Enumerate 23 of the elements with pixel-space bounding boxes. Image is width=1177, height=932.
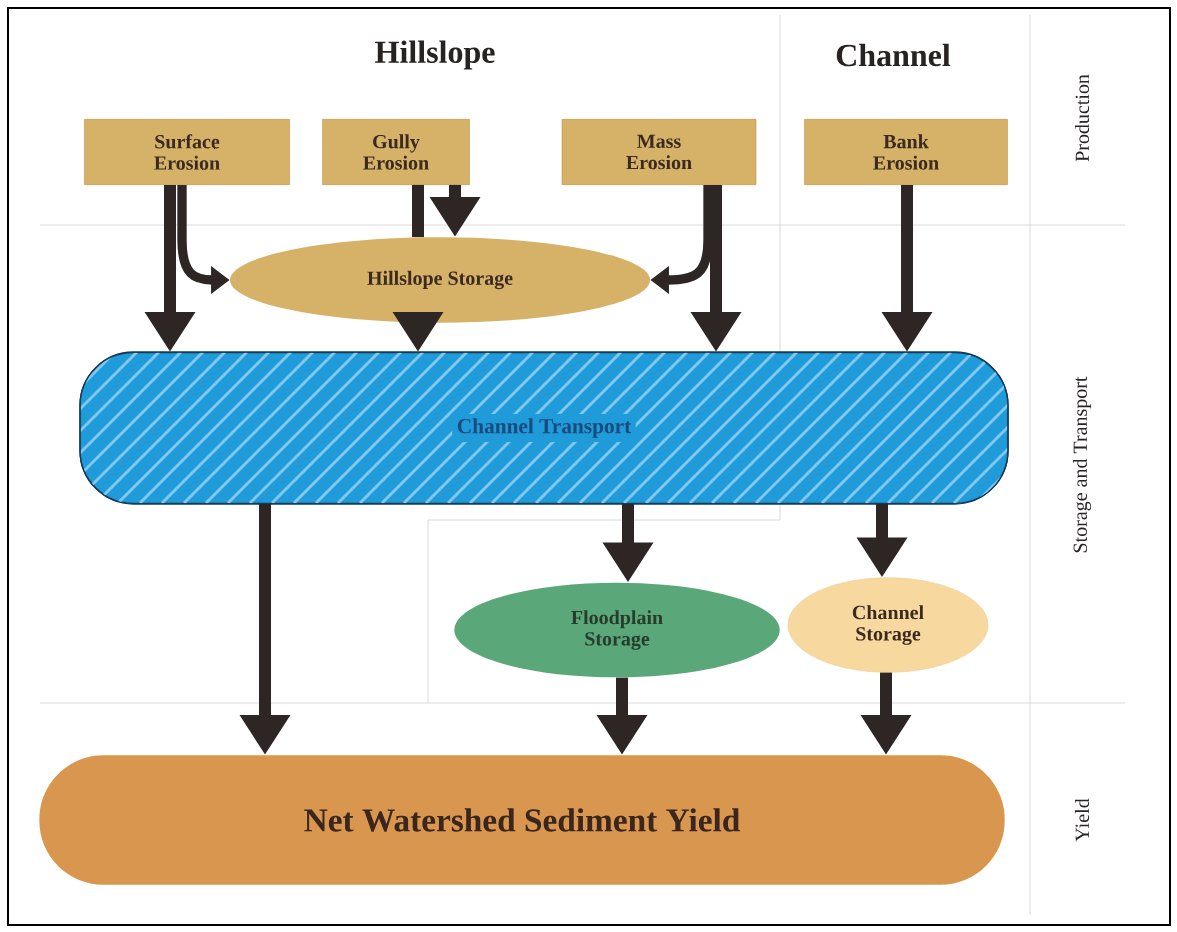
node-text: Channel Storage bbox=[852, 605, 924, 645]
storage-ellipse bbox=[454, 582, 780, 678]
erosion-box bbox=[84, 119, 290, 185]
row-heading: Production bbox=[1075, 74, 1090, 162]
channel-tube bbox=[79, 351, 1009, 505]
storage-ellipse bbox=[787, 577, 989, 673]
node-text: Hillslope Storage bbox=[367, 270, 513, 290]
node-text: Channel Transport bbox=[457, 418, 632, 438]
node-text: Surface Erosion bbox=[154, 134, 220, 170]
row-heading: Storage and Transport bbox=[1072, 376, 1092, 553]
yield-band bbox=[39, 755, 1005, 885]
column-heading: Channel bbox=[836, 43, 951, 67]
column-heading: Hillslope bbox=[375, 40, 495, 70]
node-text: Floodplain Storage bbox=[571, 610, 663, 650]
node-text: Mass Erosion bbox=[626, 134, 692, 170]
row-heading: Yield bbox=[1075, 798, 1090, 842]
erosion-box bbox=[561, 119, 757, 185]
erosion-box bbox=[804, 119, 1008, 185]
node-text: Net Watershed Sediment Yield bbox=[304, 808, 740, 832]
storage-ellipse bbox=[230, 237, 650, 323]
node-text: Gully Erosion bbox=[363, 134, 429, 170]
erosion-box bbox=[322, 119, 470, 185]
node-text: Bank Erosion bbox=[873, 134, 939, 170]
